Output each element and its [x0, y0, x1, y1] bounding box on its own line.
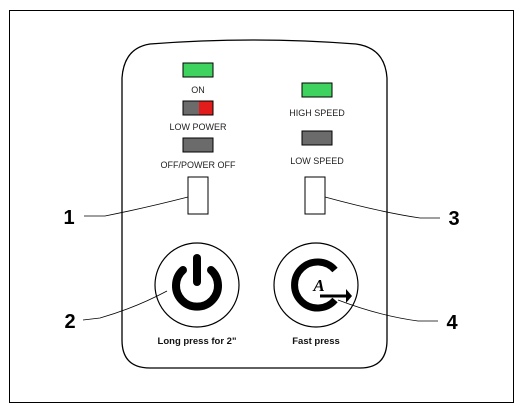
auto-button-caption: Fast press: [292, 336, 340, 347]
low-power-led-border: [182, 100, 214, 116]
on-led: [182, 62, 214, 78]
on-label: ON: [191, 85, 205, 95]
low-power-led-left: [183, 101, 199, 115]
power-icon: [172, 254, 222, 311]
power-button-caption: Long press for 2": [158, 336, 237, 347]
high-speed-led: [301, 82, 333, 98]
callout-3: 3: [448, 208, 459, 230]
auto-glyph: A: [312, 276, 324, 295]
off-power-off-label: OFF/POWER OFF: [161, 160, 236, 170]
high-speed-label: HIGH SPEED: [289, 108, 345, 118]
low-speed-label: LOW SPEED: [290, 156, 344, 166]
switch-1[interactable]: [187, 176, 209, 215]
auto-button[interactable]: [273, 242, 359, 328]
off-led: [182, 137, 214, 153]
low-power-led-right: [199, 101, 213, 115]
leader-2: [82, 290, 168, 321]
leader-4: [337, 299, 438, 322]
switch-3[interactable]: [304, 176, 326, 215]
callout-1: 1: [63, 207, 74, 229]
leader-3: [324, 196, 440, 219]
low-power-label: LOW POWER: [169, 122, 227, 132]
panel-outline: [121, 39, 388, 369]
callout-2: 2: [64, 311, 75, 333]
callout-4: 4: [446, 312, 458, 334]
low-speed-led: [301, 130, 333, 146]
leader-1: [84, 196, 189, 217]
auto-cycle-icon: A: [291, 258, 352, 312]
figure-frame: [9, 10, 514, 403]
